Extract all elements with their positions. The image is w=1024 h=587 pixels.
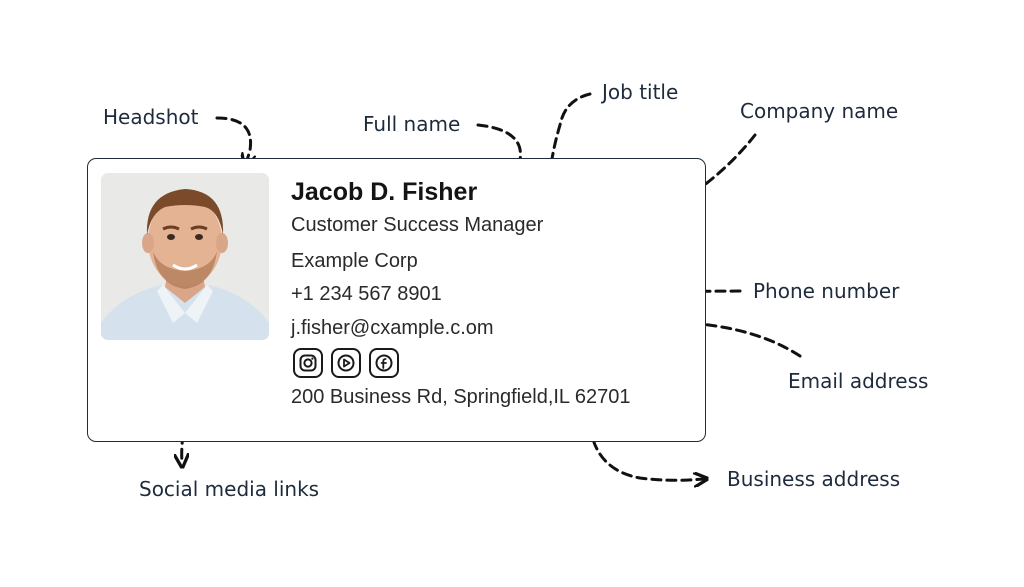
callout-company-name: Company name xyxy=(740,99,899,123)
callout-job-title: Job title xyxy=(602,80,679,104)
headshot-photo xyxy=(101,173,269,340)
signature-phone-number[interactable]: +1 234 567 8901 xyxy=(291,283,442,305)
signature-email-address[interactable]: j.fisher@cxample.c.om xyxy=(291,317,494,339)
signature-job-title: Customer Success Manager xyxy=(291,214,544,236)
signature-company-name: Example Corp xyxy=(291,250,418,272)
youtube-icon[interactable] xyxy=(331,348,361,378)
callout-headshot: Headshot xyxy=(103,105,199,129)
signature-full-name: Jacob D. Fisher xyxy=(291,178,478,206)
instagram-icon[interactable] xyxy=(293,348,323,378)
facebook-icon[interactable] xyxy=(369,348,399,378)
callout-email-address: Email address xyxy=(788,369,929,393)
callout-business-address: Business address xyxy=(727,467,901,491)
signature-business-address: 200 Business Rd, Springfield,IL 62701 xyxy=(291,386,631,408)
social-media-links xyxy=(293,348,399,378)
callout-full-name: Full name xyxy=(363,112,461,136)
callout-social-media-links: Social media links xyxy=(139,477,320,501)
callout-phone-number: Phone number xyxy=(753,279,900,303)
